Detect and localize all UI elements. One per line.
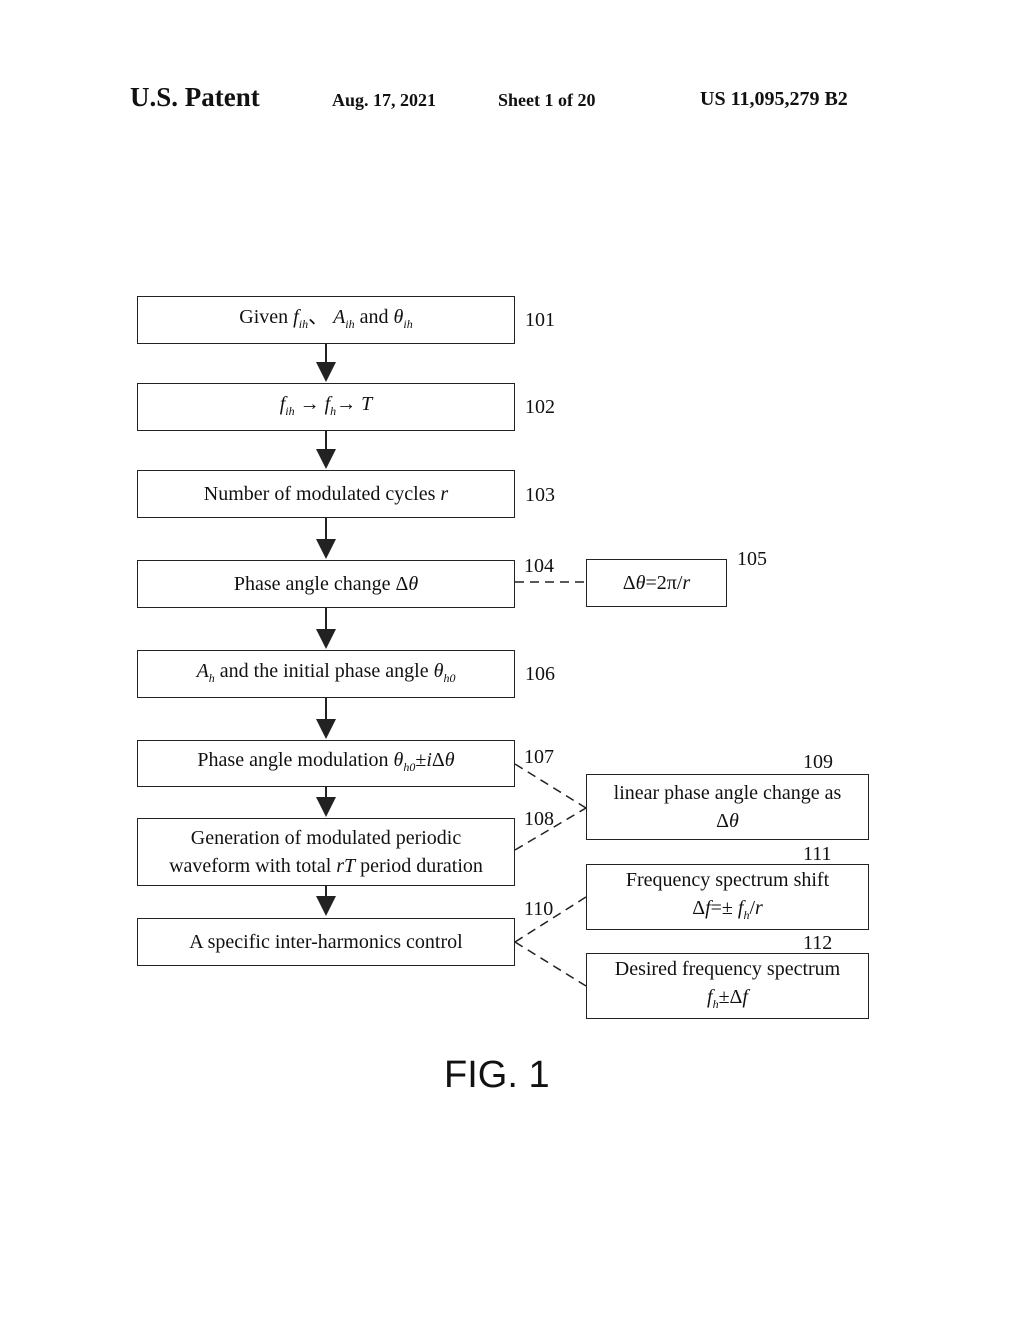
ref-107: 107: [524, 746, 554, 769]
step-107-text: Phase angle modulation θh0±iΔθ: [197, 746, 454, 781]
ref-104: 104: [524, 555, 554, 578]
dashed-107-109: [515, 764, 586, 808]
ref-109: 109: [803, 751, 833, 774]
step-106-box: Ah and the initial phase angle θh0: [137, 650, 515, 698]
dashed-110-112: [515, 942, 586, 986]
step-104-box: Phase angle change Δθ: [137, 560, 515, 608]
step-110-box: A specific inter-harmonics control: [137, 918, 515, 966]
ref-105: 105: [737, 548, 767, 571]
step-105-text: Δθ=2π/r: [623, 569, 690, 597]
step-109-box: linear phase angle change asΔθ: [586, 774, 869, 840]
step-108-text: Generation of modulated periodicwaveform…: [169, 824, 483, 880]
step-103-text: Number of modulated cycles r: [204, 480, 448, 508]
step-102-box: fih → fh→ T: [137, 383, 515, 431]
ref-101: 101: [525, 309, 555, 332]
step-102-text: fih → fh→ T: [280, 390, 373, 425]
step-111-box: Frequency spectrum shiftΔf=± fh/r: [586, 864, 869, 930]
step-112-text: Desired frequency spectrumfh±Δf: [615, 955, 840, 1018]
step-106-text: Ah and the initial phase angle θh0: [197, 657, 456, 692]
step-104-text: Phase angle change Δθ: [234, 570, 418, 598]
ref-102: 102: [525, 396, 555, 419]
step-111-text: Frequency spectrum shiftΔf=± fh/r: [626, 866, 829, 929]
figure-label: FIG. 1: [444, 1054, 550, 1097]
ref-111: 111: [803, 843, 832, 866]
step-108-box: Generation of modulated periodicwaveform…: [137, 818, 515, 886]
ref-110: 110: [524, 898, 553, 921]
ref-112: 112: [803, 932, 832, 955]
step-110-text: A specific inter-harmonics control: [189, 928, 462, 956]
step-103-box: Number of modulated cycles r: [137, 470, 515, 518]
ref-103: 103: [525, 484, 555, 507]
ref-108: 108: [524, 808, 554, 831]
step-107-box: Phase angle modulation θh0±iΔθ: [137, 740, 515, 787]
step-101-box: Given fih、 Aih and θih: [137, 296, 515, 344]
step-105-box: Δθ=2π/r: [586, 559, 727, 607]
step-112-box: Desired frequency spectrumfh±Δf: [586, 953, 869, 1019]
step-101-text: Given fih、 Aih and θih: [239, 303, 412, 338]
step-109-text: linear phase angle change asΔθ: [614, 779, 842, 835]
ref-106: 106: [525, 663, 555, 686]
